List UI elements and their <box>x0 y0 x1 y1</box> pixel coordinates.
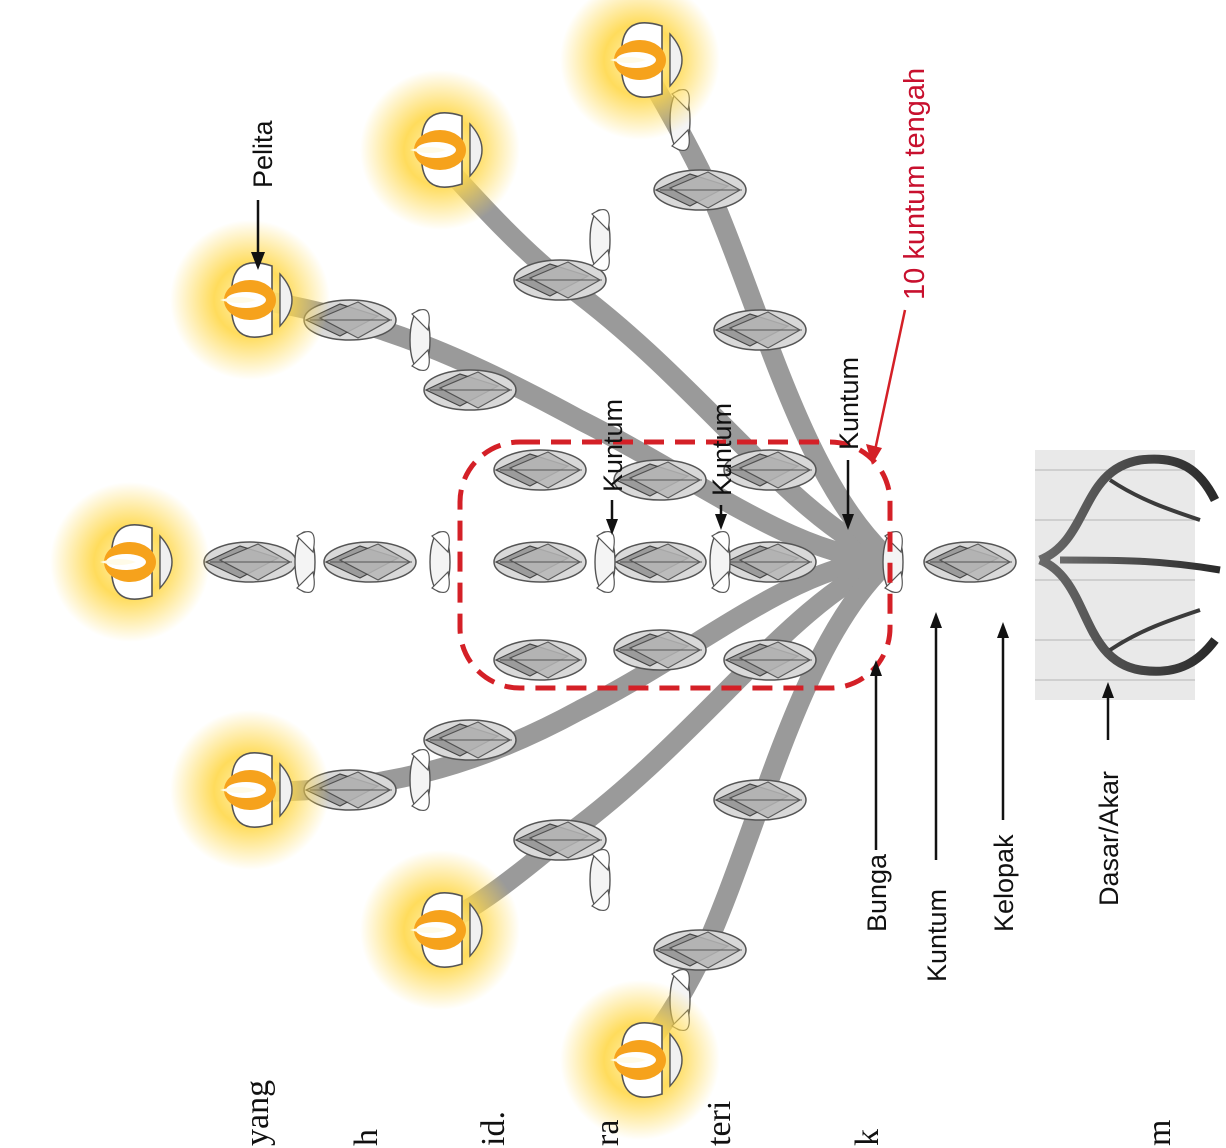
label-bunga: Bunga <box>862 853 892 932</box>
lamp-upper-3 <box>560 0 720 140</box>
cut-text-7: m <box>1141 1120 1178 1146</box>
cut-text-2: h <box>348 1129 385 1146</box>
cut-text-4: ra <box>589 1120 626 1146</box>
lamp-upper-2 <box>360 70 520 230</box>
cut-text-3: id. <box>475 1111 512 1146</box>
label-kelopak: Kelopak <box>989 834 1019 932</box>
roots <box>1035 450 1220 700</box>
label-dasar-akar: Dasar/Akar <box>1094 771 1124 906</box>
lamp-lower-1 <box>170 710 330 870</box>
cut-text-5: teri <box>701 1101 738 1146</box>
highlight-pointer <box>874 310 905 455</box>
lamp-lower-2 <box>360 850 520 1010</box>
label-kuntum-3: Kuntum <box>834 357 864 450</box>
lamp-upper-1 <box>170 220 330 380</box>
cut-text-1: yang <box>239 1080 276 1146</box>
lamp-center <box>50 482 210 642</box>
label-kuntum-stem: Kuntum <box>922 889 952 982</box>
label-pelita: Pelita <box>248 119 278 188</box>
label-kuntum-2: Kuntum <box>707 403 737 496</box>
label-kuntum-1: Kuntum <box>598 399 628 492</box>
lamp-lower-3 <box>560 980 720 1140</box>
label-kuntum-tengah: 10 kuntum tengah <box>899 68 931 300</box>
cut-text-6: k <box>849 1129 886 1146</box>
